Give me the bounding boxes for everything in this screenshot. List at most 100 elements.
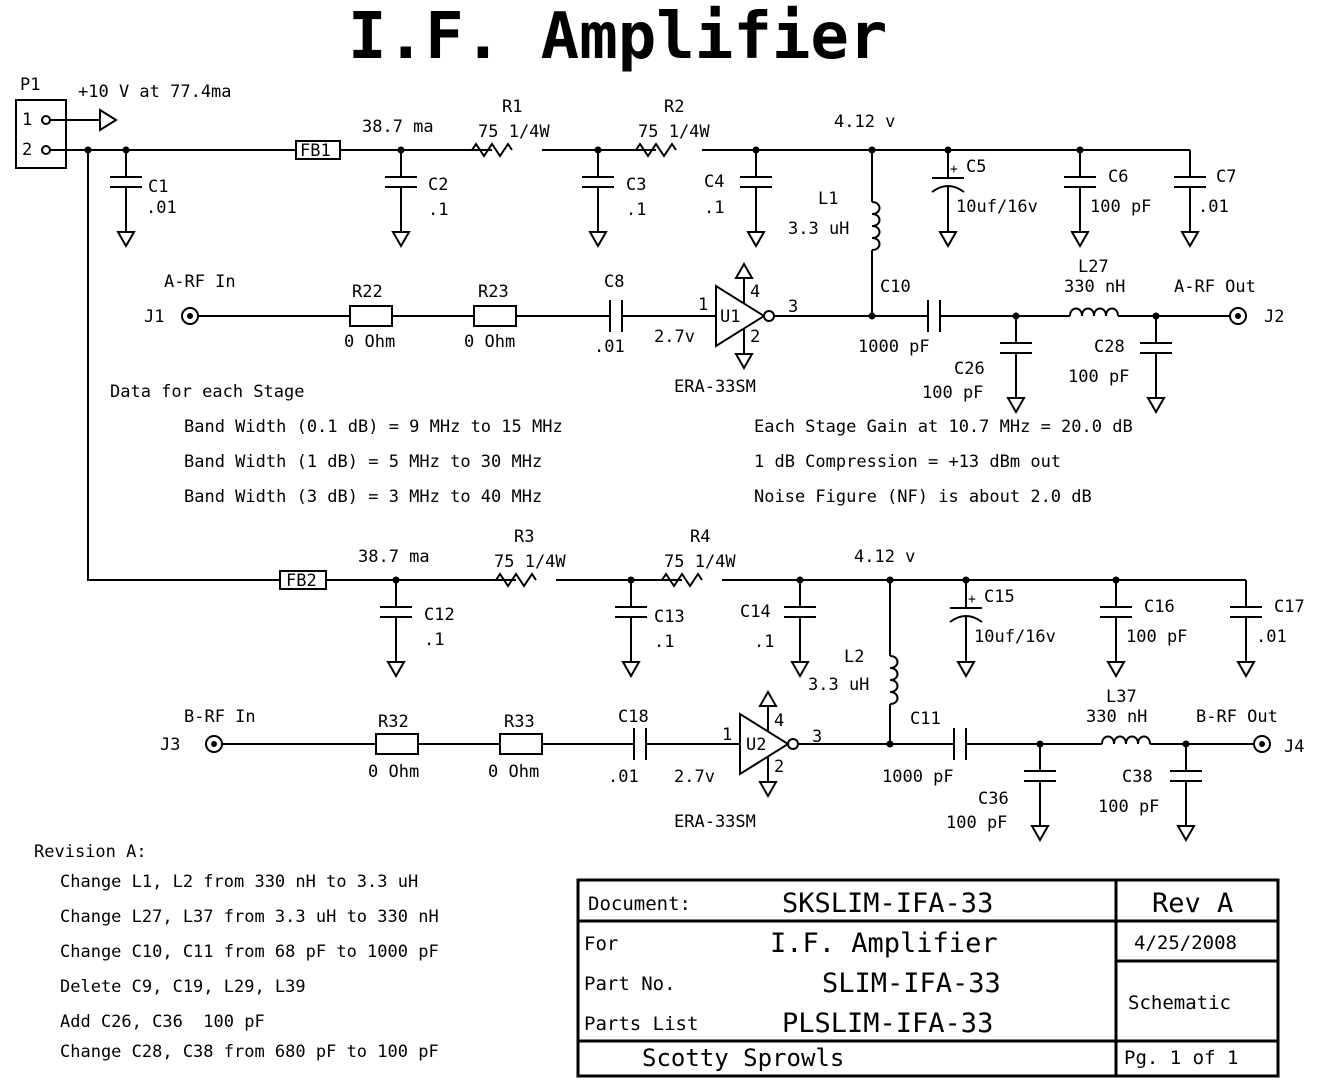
r3-value: 75 1/4W bbox=[494, 552, 566, 572]
u1-pin-top: 4 bbox=[750, 282, 760, 302]
c7-ref: C7 bbox=[1216, 167, 1236, 187]
c11-value: 1000 pF bbox=[882, 767, 954, 787]
resistor-r33 bbox=[499, 733, 543, 755]
c38-value: 100 pF bbox=[1098, 797, 1159, 817]
c26-ref: C26 bbox=[954, 359, 985, 379]
node-a-voltage: 4.12 v bbox=[834, 112, 895, 132]
r3-ref: R3 bbox=[514, 527, 534, 547]
c5-value: 10uf/16v bbox=[956, 197, 1038, 217]
document-value: SKSLIM-IFA-33 bbox=[782, 888, 993, 919]
c36-ref: C36 bbox=[978, 789, 1009, 809]
l1-ref: L1 bbox=[818, 189, 838, 209]
l1-value: 3.3 uH bbox=[788, 219, 849, 239]
author-value: Scotty Sprowls bbox=[642, 1044, 844, 1072]
j3-ref: J3 bbox=[160, 735, 180, 755]
node-b-voltage: 4.12 v bbox=[854, 547, 915, 567]
ferrite-fb2-label: FB2 bbox=[286, 571, 317, 591]
document-label: Document: bbox=[588, 893, 691, 915]
stage-data-left-2: Band Width (3 dB) = 3 MHz to 40 MHz bbox=[184, 487, 542, 507]
c15-value: 10uf/16v bbox=[974, 627, 1056, 647]
cap-c36 bbox=[1024, 744, 1056, 840]
resistor-r23 bbox=[473, 305, 517, 327]
c6-value: 100 pF bbox=[1090, 197, 1151, 217]
revision-item-5: Change C28, C38 from 680 pF to 100 pF bbox=[60, 1042, 439, 1062]
part-label: Part No. bbox=[584, 973, 676, 995]
bias-b-voltage: 2.7v bbox=[674, 767, 715, 787]
resistor-r32 bbox=[375, 733, 419, 755]
c6-ref: C6 bbox=[1108, 167, 1128, 187]
resistor-r22 bbox=[349, 305, 393, 327]
r2-ref: R2 bbox=[664, 97, 684, 117]
c12-value: .1 bbox=[424, 630, 444, 650]
rev-value: Rev A bbox=[1152, 888, 1233, 919]
cap-c3 bbox=[582, 150, 614, 246]
j4-ref: J4 bbox=[1284, 737, 1304, 757]
c14-ref: C14 bbox=[740, 602, 771, 622]
type-value: Schematic bbox=[1128, 992, 1231, 1014]
r22-value: 0 Ohm bbox=[344, 332, 395, 352]
stage-data-right-2: Noise Figure (NF) is about 2.0 dB bbox=[754, 487, 1092, 507]
j2-ref: J2 bbox=[1264, 307, 1284, 327]
j2-label: A-RF Out bbox=[1174, 277, 1256, 297]
bias-a-voltage: 2.7v bbox=[654, 327, 695, 347]
revision-item-0: Change L1, L2 from 330 nH to 3.3 uH bbox=[60, 872, 418, 892]
u1-part: ERA-33SM bbox=[674, 377, 756, 397]
cap-c2 bbox=[385, 150, 417, 246]
c15-plus: + bbox=[968, 592, 976, 607]
supply-label: +10 V at 77.4ma bbox=[78, 82, 232, 102]
part-value: SLIM-IFA-33 bbox=[822, 968, 1001, 999]
jack-j4 bbox=[1253, 735, 1271, 753]
parts-label: Parts List bbox=[584, 1013, 698, 1035]
c28-value: 100 pF bbox=[1068, 367, 1129, 387]
for-label: For bbox=[584, 933, 618, 955]
revision-item-4: Add C26, C36 100 pF bbox=[60, 1012, 265, 1032]
connector-pin2: 2 bbox=[22, 140, 32, 160]
connector-label: P1 bbox=[20, 75, 40, 95]
page-title: I.F. Amplifier bbox=[348, 0, 887, 74]
u2-pin-in: 1 bbox=[722, 725, 732, 745]
ferrite-fb1-label: FB1 bbox=[300, 141, 331, 161]
c2-ref: C2 bbox=[428, 175, 448, 195]
stage-data-heading: Data for each Stage bbox=[110, 382, 304, 402]
revision-heading: Revision A: bbox=[34, 842, 147, 862]
cap-c38 bbox=[1170, 744, 1202, 840]
l27-value: 330 nH bbox=[1064, 277, 1125, 297]
j1-ref: J1 bbox=[144, 307, 164, 327]
revision-item-1: Change L27, L37 from 3.3 uH to 330 nH bbox=[60, 907, 439, 927]
c4-value: .1 bbox=[704, 198, 724, 218]
c18-value: .01 bbox=[608, 767, 639, 787]
cap-c4 bbox=[740, 150, 772, 246]
current-b-label: 38.7 ma bbox=[358, 547, 430, 567]
c1-ref: C1 bbox=[148, 177, 168, 197]
c18-ref: C18 bbox=[618, 707, 649, 727]
c12-ref: C12 bbox=[424, 605, 455, 625]
cap-c1 bbox=[110, 150, 142, 246]
r33-value: 0 Ohm bbox=[488, 762, 539, 782]
jack-j1 bbox=[181, 307, 199, 325]
c1-value: .01 bbox=[146, 198, 177, 218]
stage-data-left-0: Band Width (0.1 dB) = 9 MHz to 15 MHz bbox=[184, 417, 563, 437]
cap-c14 bbox=[784, 580, 816, 676]
l37-ref: L37 bbox=[1106, 687, 1137, 707]
r2-value: 75 1/4W bbox=[638, 122, 710, 142]
c26-value: 100 pF bbox=[922, 383, 983, 403]
c38-ref: C38 bbox=[1122, 767, 1153, 787]
l27-ref: L27 bbox=[1078, 257, 1109, 277]
ferrite-fb2 bbox=[279, 570, 327, 590]
c3-ref: C3 bbox=[626, 175, 646, 195]
page-number: Pg. 1 of 1 bbox=[1124, 1047, 1238, 1069]
c16-value: 100 pF bbox=[1126, 627, 1187, 647]
revision-item-3: Delete C9, C19, L29, L39 bbox=[60, 977, 306, 997]
c14-value: .1 bbox=[754, 632, 774, 652]
r32-value: 0 Ohm bbox=[368, 762, 419, 782]
connector-body bbox=[15, 99, 67, 169]
r4-ref: R4 bbox=[690, 527, 710, 547]
u2-ref: U2 bbox=[746, 735, 766, 755]
revision-item-2: Change C10, C11 from 68 pF to 1000 pF bbox=[60, 942, 439, 962]
r33-ref: R33 bbox=[504, 712, 535, 732]
jack-j3 bbox=[205, 735, 223, 753]
cap-c28 bbox=[1140, 316, 1172, 412]
r1-value: 75 1/4W bbox=[478, 122, 550, 142]
c11-ref: C11 bbox=[910, 709, 941, 729]
stage-data-right-1: 1 dB Compression = +13 dBm out bbox=[754, 452, 1061, 472]
